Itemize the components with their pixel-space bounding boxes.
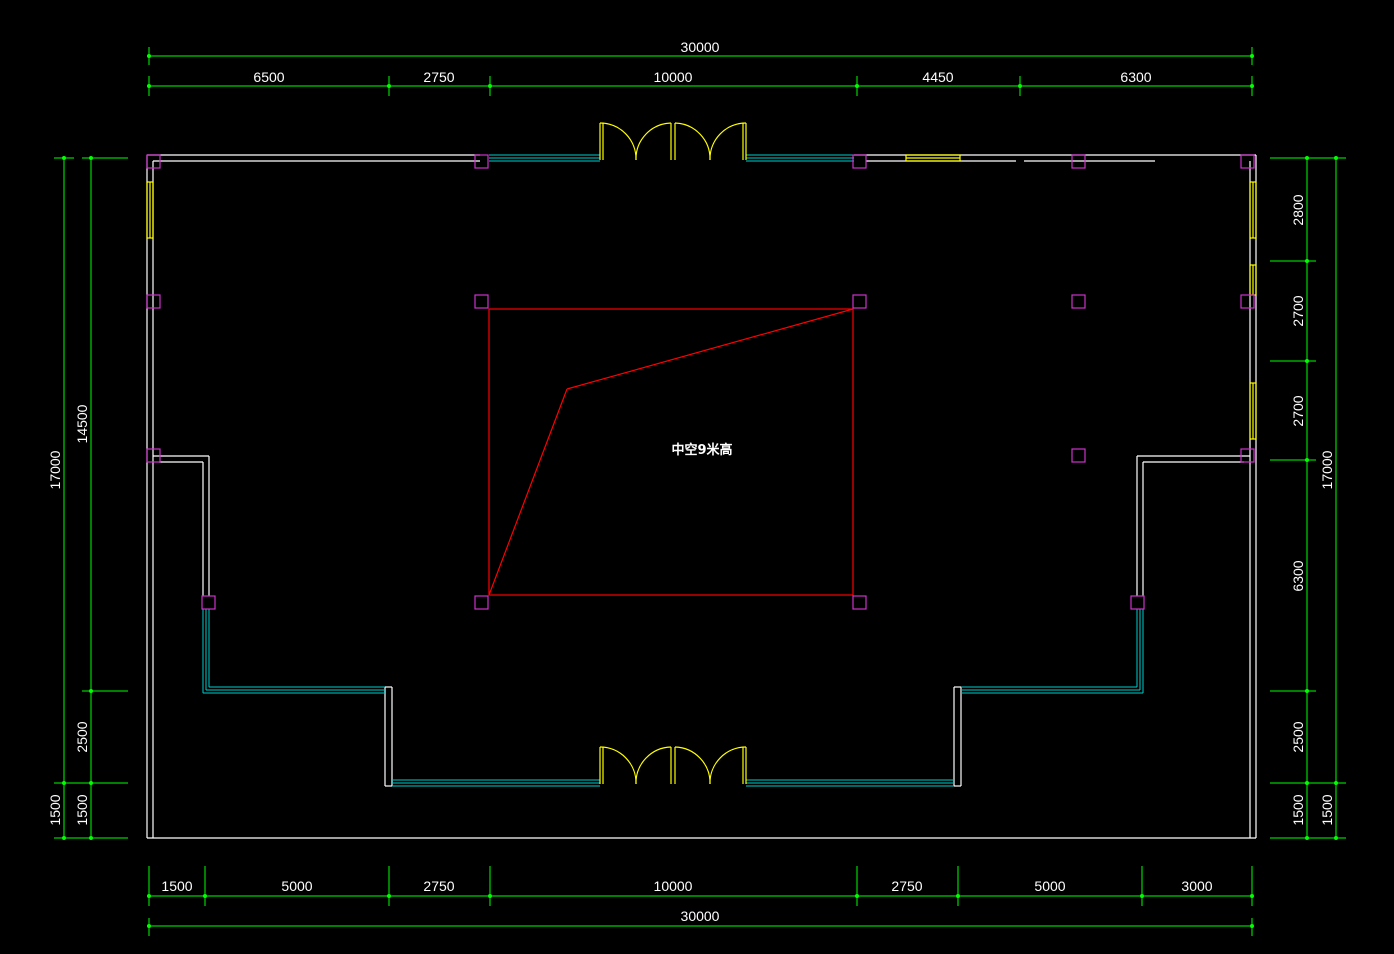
glass-walls <box>202 154 1144 787</box>
dim-right-inner-segment: 2700 <box>1290 295 1306 326</box>
dim-right-inner-segment: 2500 <box>1290 721 1306 752</box>
dim-top-total: 30000 <box>681 39 720 55</box>
dim-bottom-total: 30000 <box>681 908 720 924</box>
dimension-lines <box>54 47 1346 936</box>
dim-top-segment: 6500 <box>253 69 284 85</box>
dim-right-outer-base: 1500 <box>1319 794 1335 825</box>
dim-bottom-segment: 3000 <box>1181 878 1212 894</box>
dim-bottom-segment: 10000 <box>654 878 693 894</box>
dim-right-outer-total: 17000 <box>1319 450 1335 489</box>
dim-right-inner-segment: 2700 <box>1290 395 1306 426</box>
dim-top-segment: 10000 <box>654 69 693 85</box>
dim-top-segment: 6300 <box>1120 69 1151 85</box>
dim-left-inner-mid: 2500 <box>74 721 90 752</box>
dim-right-inner-segment: 1500 <box>1290 794 1306 825</box>
dim-bottom-segment: 2750 <box>891 878 922 894</box>
dim-top-segment: 4450 <box>922 69 953 85</box>
dimension-texts: 30000 6500 2750 10000 4450 6300 1500 500… <box>47 39 1335 924</box>
dim-left-outer-base: 1500 <box>47 794 63 825</box>
columns <box>146 154 1255 610</box>
atrium-label: 中空9米高 <box>671 442 732 458</box>
dim-left-inner-base: 1500 <box>74 794 90 825</box>
dim-top-segment: 2750 <box>423 69 454 85</box>
walls <box>146 154 1257 839</box>
dimension-ticks <box>62 54 1338 928</box>
dim-left-inner-upper: 14500 <box>74 404 90 443</box>
dim-left-outer-total: 17000 <box>47 450 63 489</box>
dim-right-inner-segment: 2800 <box>1290 194 1306 225</box>
dim-right-inner-segment: 6300 <box>1290 560 1306 591</box>
dim-bottom-segment: 1500 <box>161 878 192 894</box>
dim-bottom-segment: 5000 <box>281 878 312 894</box>
dim-bottom-segment: 2750 <box>423 878 454 894</box>
doors <box>146 122 1257 785</box>
atrium-void <box>488 308 854 596</box>
dim-bottom-segment: 5000 <box>1034 878 1065 894</box>
